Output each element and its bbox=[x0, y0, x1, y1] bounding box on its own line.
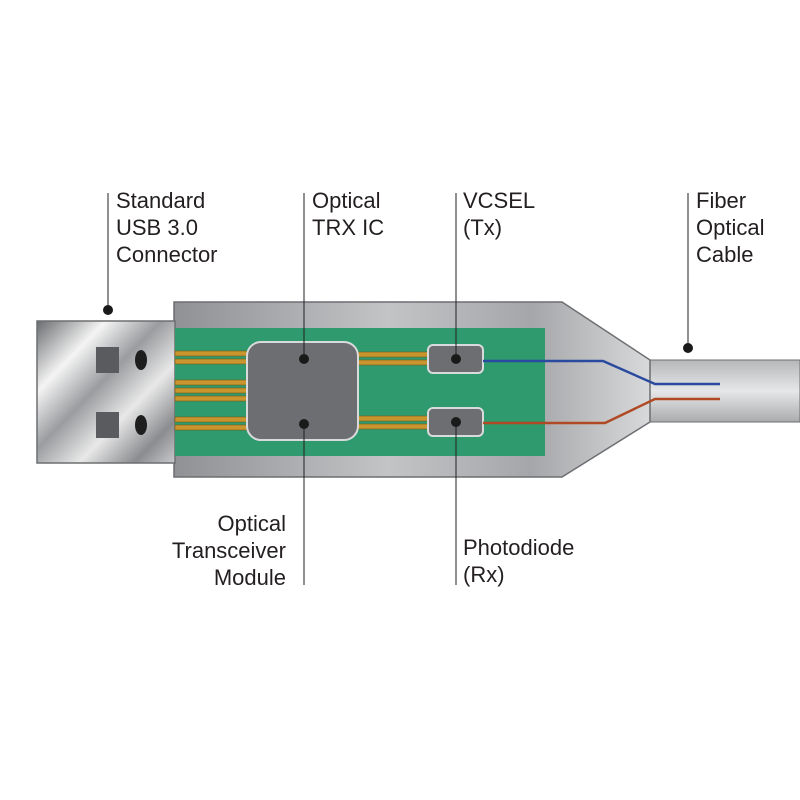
label-optical-trx-ic: Optical TRX IC bbox=[312, 187, 384, 241]
label-line: Optical bbox=[217, 511, 286, 536]
label-transceiver-module: Optical Transceiver Module bbox=[172, 510, 286, 591]
usb-latch-hole-top bbox=[135, 350, 147, 370]
leader-lines bbox=[107, 193, 689, 585]
label-line: TRX IC bbox=[312, 215, 385, 240]
leader-dot-vcsel bbox=[451, 354, 461, 364]
label-usb-connector: Standard USB 3.0 Connector bbox=[116, 187, 218, 268]
label-line: USB 3.0 bbox=[116, 215, 198, 240]
label-line: Optical bbox=[312, 188, 381, 213]
usb-connector-shell bbox=[36, 320, 176, 464]
usb-contact-window-top bbox=[96, 347, 119, 373]
label-vcsel: VCSEL (Tx) bbox=[463, 187, 535, 241]
label-line: Transceiver bbox=[171, 538, 286, 563]
label-fiber-cable: Fiber Optical Cable bbox=[696, 187, 764, 268]
label-line: Cable bbox=[696, 242, 754, 267]
label-line: Module bbox=[213, 565, 286, 590]
label-line: (Rx) bbox=[463, 562, 505, 587]
optical-trx-ic-chip bbox=[246, 341, 359, 441]
leader-dot-module bbox=[299, 419, 309, 429]
fiber-cable bbox=[639, 359, 800, 423]
label-line: Photodiode bbox=[463, 535, 575, 560]
gold-traces-left bbox=[174, 350, 252, 431]
label-photodiode: Photodiode (Rx) bbox=[463, 534, 574, 588]
label-line: Optical bbox=[696, 215, 765, 240]
usb-contact-window-bottom bbox=[96, 412, 119, 438]
rx-fiber-line bbox=[483, 397, 720, 425]
label-line: (Tx) bbox=[463, 215, 503, 240]
leader-dot-usb bbox=[103, 305, 113, 315]
label-line: Connector bbox=[116, 242, 218, 267]
label-line: Standard bbox=[116, 188, 206, 213]
label-line: Fiber bbox=[696, 188, 747, 213]
label-line: VCSEL bbox=[463, 188, 536, 213]
leader-dot-photodiode bbox=[451, 417, 461, 427]
leader-dots bbox=[103, 305, 693, 429]
leader-dot-fiber bbox=[683, 343, 693, 353]
tx-fiber-line bbox=[483, 359, 720, 386]
usb-latch-hole-bottom bbox=[135, 415, 147, 435]
leader-dot-ic bbox=[299, 354, 309, 364]
